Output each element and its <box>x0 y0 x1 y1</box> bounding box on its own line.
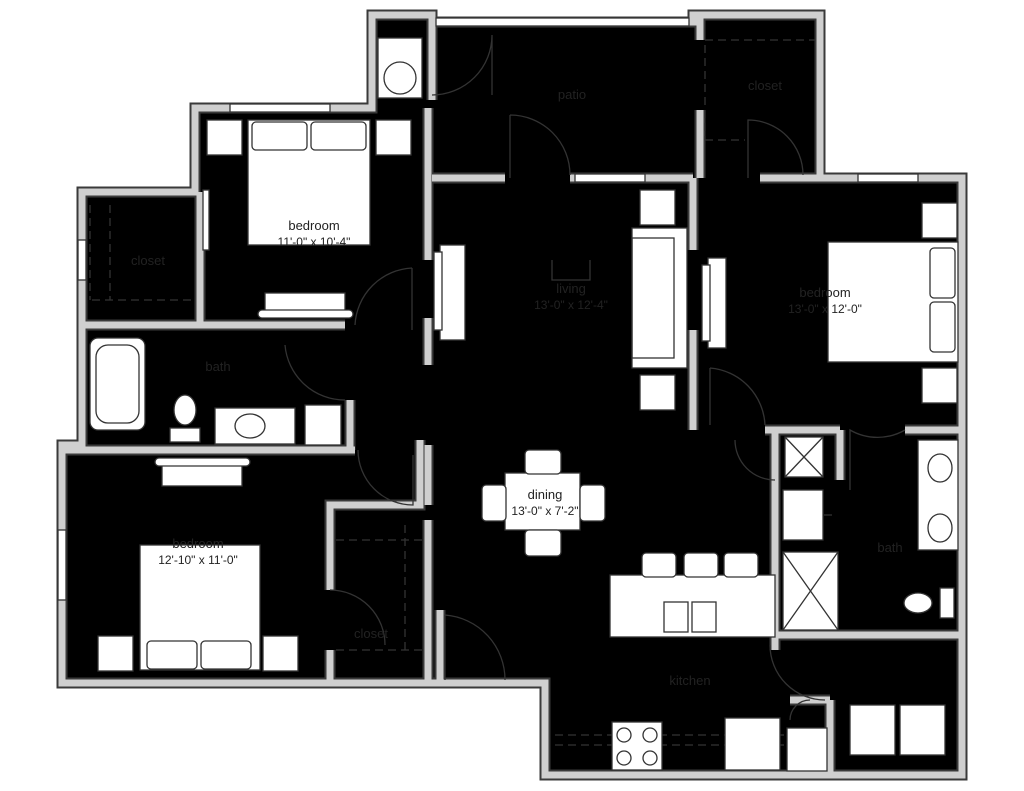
ac-unit <box>377 37 423 99</box>
doors <box>284 34 906 721</box>
label-bedroom-right: bedroom <box>799 285 850 300</box>
sofa <box>631 227 688 369</box>
bathtub <box>89 337 146 431</box>
stove <box>611 721 663 771</box>
washer <box>849 704 896 756</box>
label-bedroom-top-left: bedroom <box>288 218 339 233</box>
label-living: living <box>556 281 586 296</box>
label-closet-bottom: closet <box>354 626 388 641</box>
label-closet-top-right: closet <box>748 78 782 93</box>
size-bedroom-right: 13'-0" x 12'-0" <box>788 302 862 316</box>
label-patio: patio <box>558 87 586 102</box>
label-kitchen: kitchen <box>669 673 710 688</box>
dresser <box>707 257 727 349</box>
toilet <box>173 394 197 426</box>
label-dining: dining <box>528 487 563 502</box>
refrigerator <box>724 717 781 771</box>
size-dining: 13'-0" x 7'-2" <box>511 504 578 518</box>
size-living: 13'-0" x 12'-4" <box>534 298 608 312</box>
room-labels: patio closet bedroom 11'-0" x 10'-4" clo… <box>131 78 903 688</box>
windows <box>57 17 919 601</box>
tv-console <box>439 244 466 341</box>
label-bath-left: bath <box>205 359 230 374</box>
sink <box>663 601 689 633</box>
label-bath-right: bath <box>877 540 902 555</box>
toilet <box>903 592 933 614</box>
furniture <box>89 37 959 772</box>
label-bedroom-bottom-left: bedroom <box>172 536 223 551</box>
size-bedroom-bottom-left: 12'-10" x 11'-0" <box>158 553 238 567</box>
size-bedroom-top-left: 11'-0" x 10'-4" <box>278 235 351 249</box>
dryer <box>899 704 946 756</box>
label-closet-left: closet <box>131 253 165 268</box>
